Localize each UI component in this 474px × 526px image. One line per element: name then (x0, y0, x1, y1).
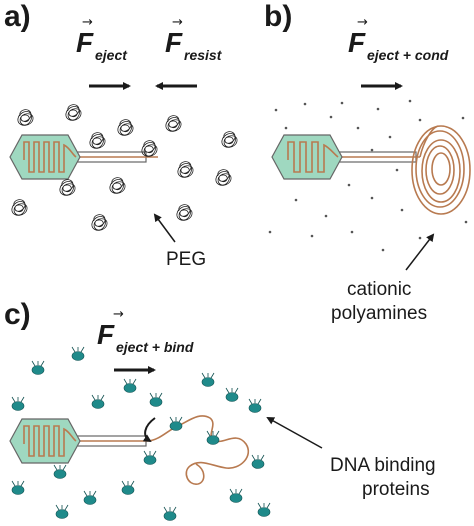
panel-c-letter: c) (4, 298, 31, 331)
panel-c: c) → F eject + bind (4, 298, 436, 521)
protein (121, 480, 135, 495)
force-subscript: resist (184, 47, 223, 63)
force-subscript: eject + bind (116, 339, 194, 355)
protein (91, 394, 105, 409)
vector-arrow-symbol: → (113, 307, 124, 322)
peg-coil (17, 109, 34, 126)
panel-b: b) → F eject + cond (264, 0, 471, 324)
protein (123, 378, 137, 393)
peg-coil (117, 119, 134, 136)
phage-b (271, 134, 420, 180)
protein (55, 504, 69, 519)
packaged-dna (23, 425, 77, 457)
force-eject-label: → F eject (76, 15, 128, 63)
peg-coil (91, 214, 108, 231)
force-symbol: F (76, 27, 94, 58)
binding-curve-arrow (142, 417, 156, 443)
protein-label-line1: DNA binding (330, 455, 436, 476)
protein (143, 450, 157, 465)
peg-coil (89, 132, 106, 149)
polyamine-label-line2: polyamines (331, 303, 427, 324)
peg-coil (65, 104, 82, 121)
vector-arrow-symbol: → (172, 15, 183, 30)
protein (225, 387, 239, 402)
protein (163, 506, 177, 521)
protein (149, 392, 163, 407)
force-subscript: eject + cond (367, 47, 449, 63)
protein (83, 490, 97, 505)
polyamine-pointer-arrow (405, 233, 435, 271)
peg-coil (176, 204, 193, 221)
force-eject-cond-label: → F eject + cond (348, 15, 449, 63)
protein (229, 488, 243, 503)
protein (11, 480, 25, 495)
polyamine-label-line1: cationic (347, 279, 411, 300)
peg-coil (215, 169, 232, 186)
peg-coil (109, 177, 126, 194)
force-symbol: F (348, 27, 366, 58)
force-subscript: eject (95, 47, 128, 63)
protein (31, 360, 45, 375)
force-resist-label: → F resist (165, 15, 223, 63)
protein-pointer-arrow (266, 417, 323, 449)
peg-coil (165, 115, 182, 132)
force-eject-bind-label: → F eject + bind (97, 307, 194, 355)
protein (206, 430, 220, 445)
protein (11, 396, 25, 411)
force-symbol: F (165, 27, 183, 58)
panel-a-letter: a) (4, 0, 31, 33)
peg-coil (59, 179, 76, 196)
protein (71, 346, 85, 361)
panel-b-letter: b) (264, 0, 292, 33)
protein (201, 372, 215, 387)
condensed-dna-toroid (411, 125, 471, 215)
protein (169, 416, 183, 431)
phage-a (9, 134, 158, 180)
protein (248, 398, 262, 413)
force-symbol: F (97, 319, 115, 350)
phage-capsid (9, 418, 81, 464)
peg-label: PEG (166, 249, 206, 270)
protein-label-line2: proteins (362, 479, 430, 500)
peg-coil (177, 161, 194, 178)
protein (257, 502, 271, 517)
protein (53, 464, 67, 479)
ejected-dna (147, 415, 250, 485)
phage-c (9, 418, 148, 464)
polyamine-dots (268, 99, 468, 252)
peg-coil (221, 131, 238, 148)
vector-arrow-symbol: → (357, 15, 368, 30)
vector-arrow-symbol: → (82, 15, 93, 30)
peg-coil (11, 199, 28, 216)
packaged-dna (287, 141, 339, 173)
packaged-dna (23, 141, 77, 173)
peg-pointer-arrow (153, 213, 176, 243)
phage-capsid (9, 134, 81, 180)
panel-a: a) → F eject → F resist (4, 0, 238, 270)
protein (251, 454, 265, 469)
